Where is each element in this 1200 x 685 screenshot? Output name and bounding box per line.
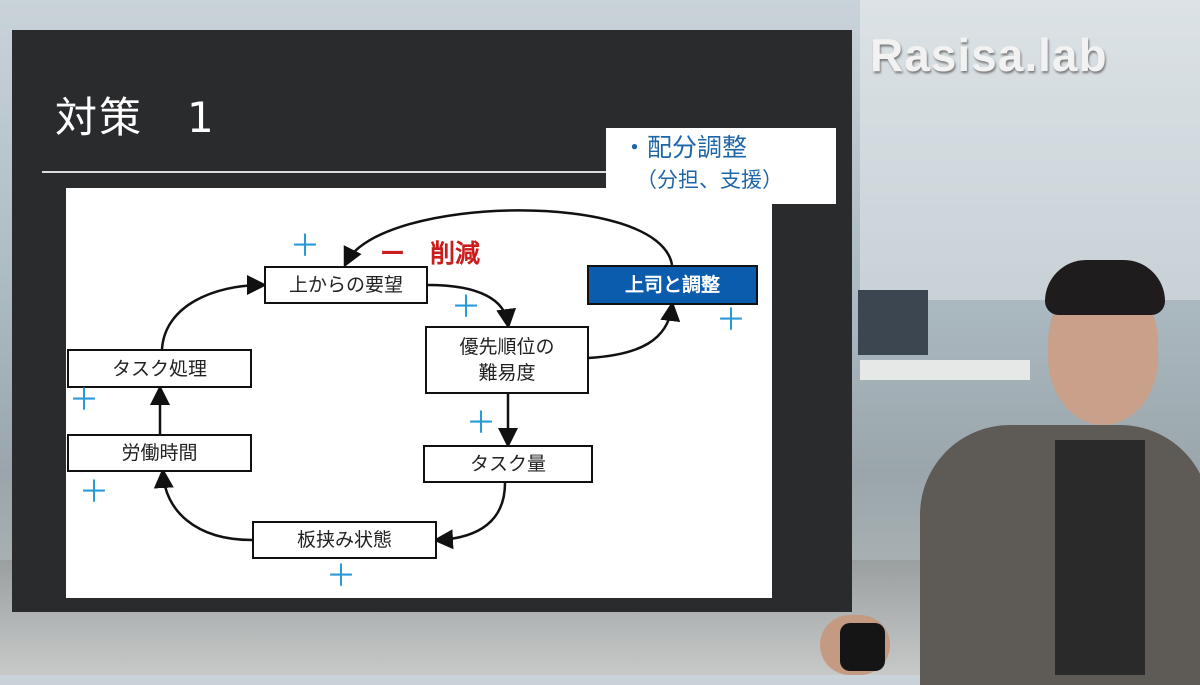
background-monitor [858, 290, 928, 355]
reduction-label: ー 削減 [380, 239, 481, 268]
title-divider [42, 171, 607, 173]
callout-subtitle: （分担、支援） [636, 168, 783, 192]
node-work-hours: 労働時間 [67, 434, 252, 472]
arrow-demand-to-priority [427, 283, 517, 329]
node-boss-adjustment: 上司と調整 [587, 265, 758, 305]
presenter-hair [1045, 260, 1165, 315]
arrow-priority-to-boss [587, 301, 681, 360]
plus-sign: ＋ [290, 229, 320, 264]
background-window [860, 0, 1200, 300]
plus-sign: ＋ [326, 559, 356, 594]
node-priority-difficulty: 優先順位の 難易度 [425, 326, 589, 394]
background-desk [860, 360, 1030, 380]
presenter-shirt [1055, 440, 1145, 675]
plus-sign: ＋ [451, 290, 481, 325]
plus-sign: ＋ [69, 383, 99, 418]
channel-logo: Rasisa.lab [870, 29, 1108, 81]
callout-title: ・配分調整 [622, 133, 748, 162]
node-demand: 上からの要望 [264, 266, 428, 304]
node-task-processing: タスク処理 [67, 349, 252, 388]
slide-title: 対策 1 [55, 93, 216, 142]
remote-clicker [840, 623, 885, 671]
arrow-processing-to-demand [160, 275, 267, 350]
plus-sign: ＋ [466, 406, 496, 441]
arrow-amount-to-sandwich [433, 482, 507, 550]
node-sandwiched: 板挟み状態 [252, 521, 437, 559]
presenter [820, 255, 1200, 685]
arrow-sandwich-to-hours [153, 468, 253, 542]
callout-box: ・配分調整 （分担、支援） [606, 128, 836, 204]
arrow-boss-to-demand [343, 209, 674, 268]
plus-sign: ＋ [716, 303, 746, 338]
plus-sign: ＋ [79, 475, 109, 510]
node-task-amount: タスク量 [423, 445, 593, 483]
